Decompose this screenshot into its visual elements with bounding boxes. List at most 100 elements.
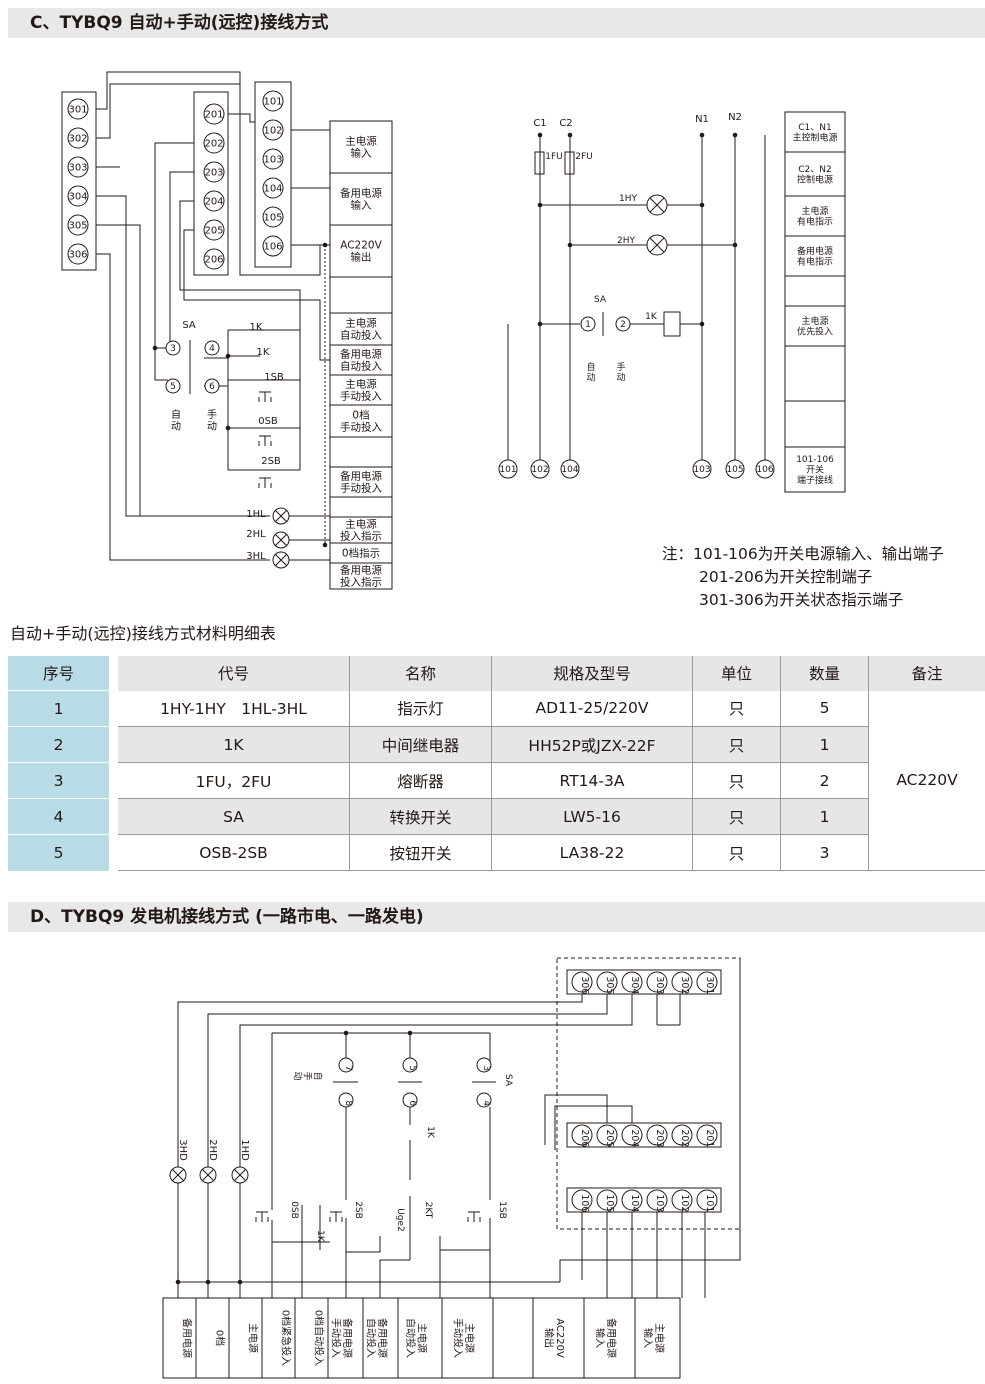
terminal-103 [646, 1189, 668, 1211]
junction-dot [732, 242, 738, 248]
terminal-303 [67, 156, 89, 178]
lamp-1hd-label: 1HD [239, 1139, 250, 1161]
box-label: 备用电源有电指示 [797, 245, 833, 267]
sa-label-right: SA [594, 295, 607, 305]
terminal-203 [646, 1124, 668, 1146]
terminal-label: 204 [204, 197, 223, 208]
terminal-label: 104 [561, 465, 578, 475]
terminal-302 [67, 127, 89, 149]
lamp-3hd-label: 3HD [177, 1139, 188, 1161]
wire [179, 200, 301, 330]
terminal-label: 105 [604, 1194, 615, 1212]
terminal-102 [530, 459, 550, 479]
button-2sb-label: 2SB [261, 456, 281, 467]
circle-4 [476, 1092, 492, 1108]
note-line-1: 注：101-106为开关电源输入、输出端子 [662, 545, 944, 563]
junction-dot [322, 242, 328, 248]
button-0sb-label: 0SB [258, 416, 278, 427]
section-c-title: C、TYBQ9 自动+手动(远控)接线方式 [8, 8, 985, 38]
terminal-box [329, 276, 393, 314]
terminal-label: 302 [68, 134, 87, 145]
table-cell: 转换开关 [349, 798, 492, 835]
table-cell: 只 [692, 762, 781, 799]
terminal-label: 103 [693, 465, 710, 475]
wire [183, 229, 330, 361]
terminal-304 [67, 185, 89, 207]
terminal-103 [692, 459, 712, 479]
terminal-label: 101 [499, 465, 516, 475]
terminal-204 [621, 1124, 643, 1146]
table-cell: 3 [780, 834, 869, 871]
button-1sb-label: 1SB [264, 372, 284, 383]
terminal-label: 305 [604, 976, 615, 994]
table-cell: 中间继电器 [349, 726, 492, 763]
terminal-102 [262, 119, 284, 141]
sa-terminal-2 [615, 316, 631, 332]
terminal-101 [498, 459, 518, 479]
wire [649, 197, 665, 213]
wire [544, 1094, 608, 1145]
terminal-label: 7 [343, 1065, 353, 1071]
sa-terminal-6 [204, 378, 220, 394]
relay-1k-label: 1K [257, 347, 270, 358]
button-1sb-label-d: 1SB [497, 1201, 507, 1219]
terminal-306 [571, 971, 593, 993]
wire [96, 71, 330, 276]
terminal-104 [621, 1189, 643, 1211]
terminal-label: 204 [629, 1129, 640, 1147]
table-cell: HH52P或JZX-22F [491, 726, 693, 763]
box-label: 主电源手动投入 [452, 1318, 477, 1358]
terminal-106 [262, 235, 284, 257]
sa-label: SA [182, 320, 196, 331]
terminal-label: 3 [170, 344, 176, 354]
junction-dot [322, 542, 328, 548]
manual-label-right: 手动 [616, 361, 625, 383]
terminal-strip-300 [566, 969, 722, 995]
terminal-301 [67, 98, 89, 120]
terminal-104 [560, 459, 580, 479]
terminal-strip-200 [193, 91, 229, 276]
terminal-306 [67, 243, 89, 265]
relay-1k-label: 1K [250, 322, 263, 333]
wire [275, 510, 287, 522]
junction-dot [407, 1030, 413, 1036]
table-cell: LW5-16 [491, 798, 693, 835]
lamp-1hl-label: 1HL [246, 509, 266, 520]
terminal-label: 103 [263, 155, 282, 166]
terminal-box [492, 1297, 534, 1379]
box-label: 备用电源输入 [594, 1318, 619, 1358]
wire [96, 83, 240, 139]
terminal-box [784, 400, 846, 448]
table-cell: 只 [692, 690, 781, 727]
table-cell: 2 [780, 762, 869, 799]
terminal-205 [596, 1124, 618, 1146]
junction-dot [225, 425, 231, 431]
lamp-2hy-label: 2HY [617, 236, 635, 246]
wire [154, 142, 194, 381]
terminal-206 [203, 248, 225, 270]
terminal-label: 6 [209, 382, 215, 392]
lamp-1hy-label: 1HY [619, 194, 637, 204]
lamp-3hl-label: 3HL [246, 551, 266, 562]
relay-1k-label-d: 1K [425, 1126, 435, 1139]
terminal-label: 206 [579, 1129, 590, 1147]
terminal-label: 101 [263, 97, 282, 108]
lamp-2hl-label: 2HL [246, 529, 266, 540]
wire [172, 1169, 184, 1181]
terminal-label: 201 [204, 110, 223, 121]
junction-dot [537, 202, 543, 208]
table-cell: 1HY-1HY 1HL-3HL [118, 690, 350, 727]
box-label: 0档 [214, 1330, 227, 1346]
fuse-1fu-label: 1FU [545, 152, 563, 162]
terminal-202 [203, 132, 225, 154]
wire [275, 534, 287, 546]
table-cell: 1FU，2FU [118, 762, 350, 799]
note-line-3: 301-306为开关状态指示端子 [699, 591, 904, 609]
box-label: 备用电源投入指示 [340, 564, 382, 589]
box-label: 备用电源输入 [340, 187, 382, 212]
materials-table: 序号 代号 名称 规格及型号 单位 数量 备注 1 1HY-1HY 1HL-3H… [8, 656, 985, 871]
header-cell: 序号 [8, 656, 109, 691]
table-cell: 只 [692, 726, 781, 763]
header-cell: 数量 [780, 656, 869, 691]
